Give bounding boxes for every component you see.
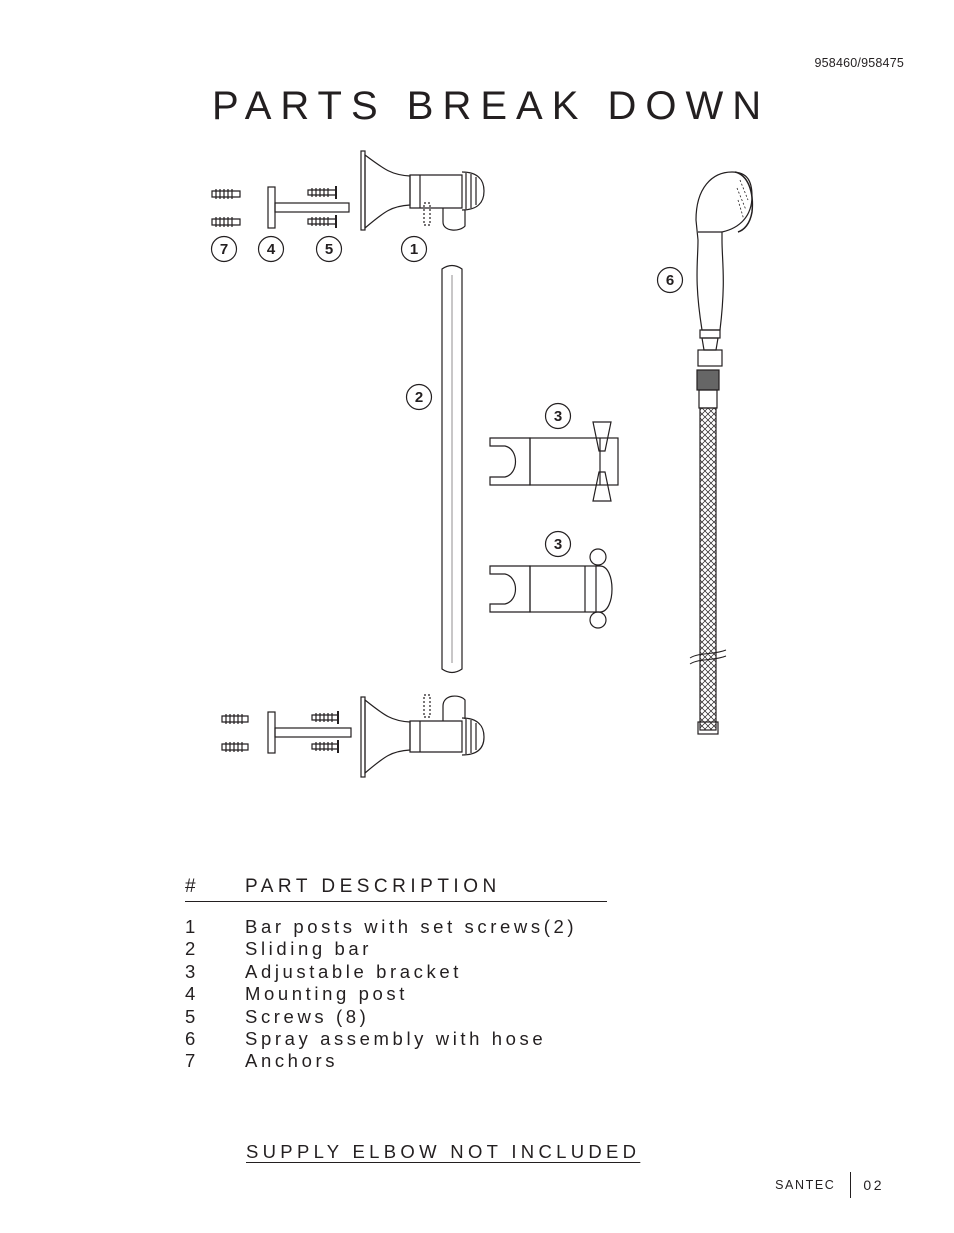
header-description: PART DESCRIPTION bbox=[245, 876, 501, 897]
screw-top-2 bbox=[307, 215, 337, 228]
page-title: PARTS BREAK DOWN bbox=[212, 84, 771, 128]
adjustable-bracket-1 bbox=[489, 421, 619, 502]
part-number: 5 bbox=[185, 1005, 196, 1027]
part-number: 4 bbox=[185, 983, 196, 1005]
callout-7: 7 bbox=[220, 241, 228, 258]
screw-bottom-2 bbox=[311, 740, 339, 753]
part-description: Sliding bar bbox=[245, 938, 373, 960]
page-footer: SANTEC 02 bbox=[775, 1172, 884, 1198]
part-number: 1 bbox=[185, 916, 196, 937]
parts-table-header: # PART DESCRIPTION bbox=[185, 876, 607, 902]
part-number: 6 bbox=[185, 1028, 196, 1050]
parts-diagram: 7 4 5 1 6 2 3 3 bbox=[210, 150, 754, 778]
mounting-post-top bbox=[267, 186, 350, 229]
supply-elbow-note: SUPPLY ELBOW NOT INCLUDED bbox=[246, 1141, 641, 1162]
table-row: 5 Screws (8) bbox=[185, 1006, 607, 1028]
bar-post-bottom bbox=[360, 694, 485, 778]
callout-4-circle bbox=[257, 235, 285, 263]
anchor-top-1 bbox=[211, 189, 241, 199]
table-row: 6 Spray assembly with hose bbox=[185, 1028, 607, 1050]
callout-3a: 3 bbox=[554, 408, 562, 425]
footer-divider bbox=[850, 1172, 852, 1198]
part-description: Mounting post bbox=[245, 983, 409, 1005]
sliding-bar bbox=[441, 264, 463, 674]
callout-5-circle bbox=[315, 235, 343, 263]
table-row: 2 Sliding bar bbox=[185, 938, 607, 960]
table-row: 4 Mounting post bbox=[185, 983, 607, 1005]
callout-3a-circle bbox=[544, 402, 572, 430]
screw-bottom-1 bbox=[311, 711, 339, 724]
part-description: Adjustable bracket bbox=[245, 960, 463, 982]
callout-3b: 3 bbox=[554, 536, 562, 553]
part-description: Spray assembly with hose bbox=[245, 1028, 547, 1050]
table-row: 1 Bar posts with set screws(2) bbox=[185, 916, 607, 938]
header-num: # bbox=[185, 876, 201, 897]
brand-name: SANTEC bbox=[775, 1178, 836, 1192]
part-description: Anchors bbox=[245, 1050, 339, 1072]
callout-3b-circle bbox=[544, 530, 572, 558]
anchor-bottom-2 bbox=[221, 742, 249, 752]
callout-6-circle bbox=[656, 266, 684, 294]
part-description: Bar posts with set screws(2) bbox=[245, 916, 578, 937]
spray-assembly bbox=[689, 171, 754, 735]
anchor-bottom-1 bbox=[221, 714, 249, 724]
table-row: 3 Adjustable bracket bbox=[185, 961, 607, 983]
callout-7-circle bbox=[210, 235, 238, 263]
adjustable-bracket-2 bbox=[489, 548, 613, 629]
callout-2: 2 bbox=[415, 389, 423, 406]
part-number: 2 bbox=[185, 938, 196, 960]
part-number: 3 bbox=[185, 960, 196, 982]
parts-table: # PART DESCRIPTION 1 Bar posts with set … bbox=[185, 876, 607, 1073]
callout-1-circle bbox=[400, 235, 428, 263]
callout-2-circle bbox=[405, 383, 433, 411]
mounting-post-bottom bbox=[267, 711, 352, 754]
table-row: 7 Anchors bbox=[185, 1050, 607, 1072]
callout-1: 1 bbox=[410, 241, 418, 258]
callout-6: 6 bbox=[666, 272, 674, 289]
model-number: 958460/958475 bbox=[814, 56, 904, 70]
bar-post-top bbox=[360, 150, 485, 231]
part-number: 7 bbox=[185, 1050, 196, 1072]
callout-4: 4 bbox=[267, 241, 276, 258]
page-number: 02 bbox=[863, 1177, 884, 1193]
anchor-top-2 bbox=[211, 217, 241, 227]
part-description: Screws (8) bbox=[245, 1005, 370, 1027]
callout-5: 5 bbox=[325, 241, 333, 258]
screw-top-1 bbox=[307, 186, 337, 199]
